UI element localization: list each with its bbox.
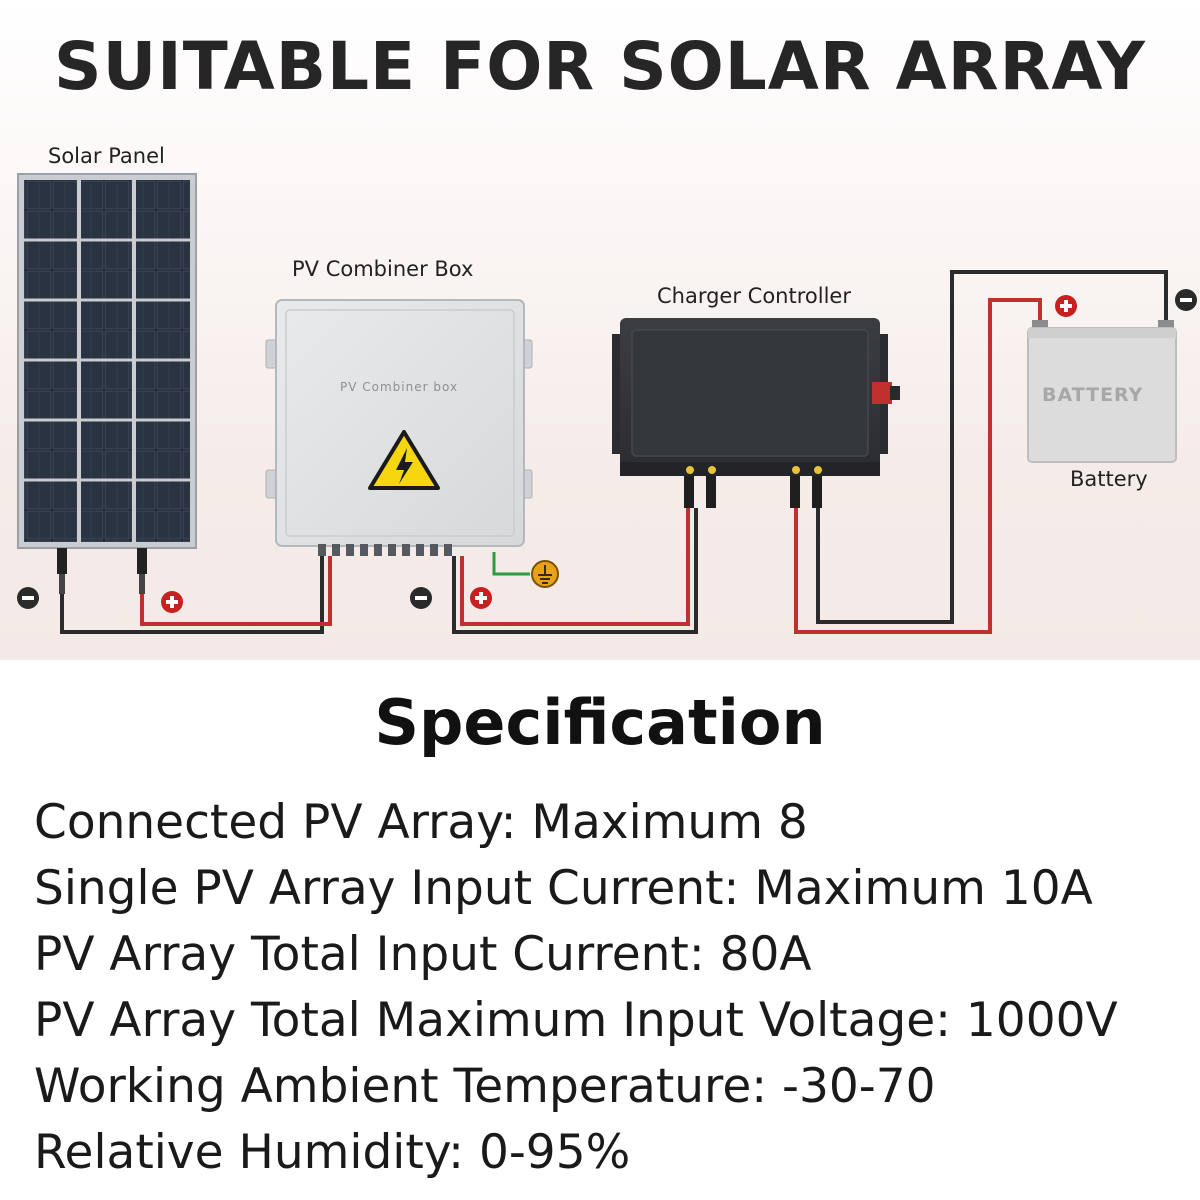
spec-item: Working Ambient Temperature: -30-70 — [34, 1059, 936, 1114]
plus-icon — [470, 587, 492, 609]
combiner-box-label: PV Combiner Box — [292, 257, 474, 281]
minus-icon — [410, 587, 432, 609]
pv-combiner-box — [265, 299, 533, 556]
spec-item: PV Array Total Input Current: 80A — [34, 927, 812, 982]
spec-item: Connected PV Array: Maximum 8 — [34, 795, 808, 850]
ground-icon — [531, 560, 559, 588]
diagram-background — [0, 0, 1200, 660]
wiring-diagram — [17, 173, 1197, 634]
headline: SUITABLE FOR SOLAR ARRAY — [54, 28, 1146, 105]
panel-connectors — [57, 548, 147, 594]
spec-item: Relative Humidity: 0-95% — [34, 1125, 631, 1180]
specification-title: Specification — [374, 686, 826, 759]
minus-icon — [17, 587, 39, 609]
polarity-markers — [17, 289, 1197, 613]
battery-printed-text: BATTERY — [1042, 384, 1144, 406]
charger-controller — [612, 318, 900, 508]
solar-panel — [17, 173, 197, 549]
battery — [1027, 320, 1177, 463]
minus-icon — [1175, 289, 1197, 311]
charger-controller-label: Charger Controller — [657, 284, 851, 308]
specification-list: Connected PV Array: Maximum 8 Single PV … — [34, 790, 1118, 1186]
solar-panel-label: Solar Panel — [48, 144, 165, 168]
spec-item: Single PV Array Input Current: Maximum 1… — [34, 861, 1093, 916]
spec-item: PV Array Total Maximum Input Voltage: 10… — [34, 993, 1118, 1048]
plus-icon — [161, 591, 183, 613]
plus-icon — [1055, 295, 1077, 317]
combiner-box-printed-text: PV Combiner box — [340, 380, 459, 394]
wires — [60, 270, 1168, 634]
battery-label: Battery — [1070, 467, 1148, 491]
high-voltage-warning-icon — [368, 430, 440, 490]
